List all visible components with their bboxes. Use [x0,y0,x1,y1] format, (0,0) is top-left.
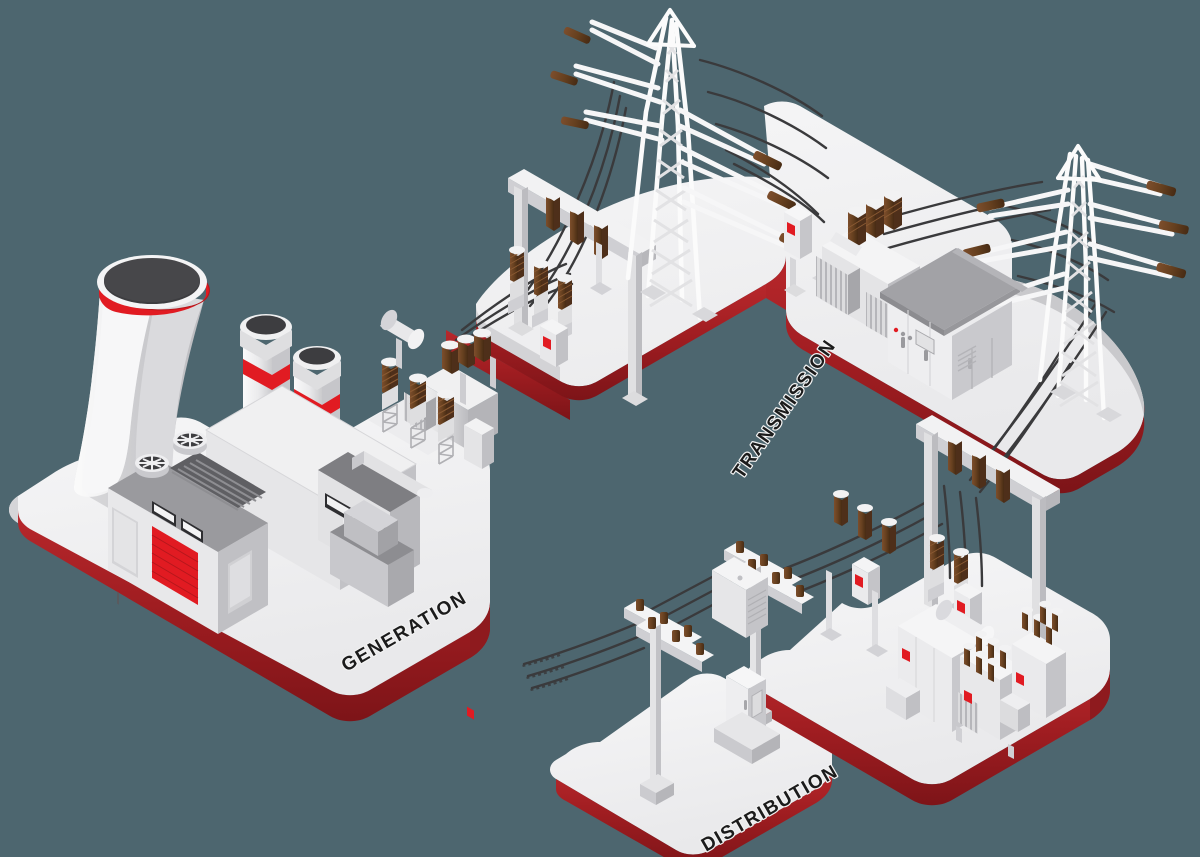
horizontal-tank [380,309,425,369]
transformer-bushing [441,328,491,374]
cooling-tower [74,255,210,545]
service-drop-fade [521,653,569,692]
support-frame [460,356,496,405]
bus-duct-pipe [352,451,433,498]
service-meter-cabinet [714,666,780,764]
suspension-insulator-string [545,191,609,259]
gantry-left-posts [820,570,888,657]
gantry-posts-upper [590,242,612,295]
transmission-zone [508,8,1189,672]
control-building [880,248,1028,400]
distribution-substation [886,599,1066,759]
plant-front-building [108,452,268,634]
distribution-zone [624,541,1066,805]
exhaust-base-block [330,500,414,607]
utility-pole-near [624,599,714,805]
gantry-insulator-right [947,435,1011,503]
generation-zone [74,255,498,720]
substation-gantry-left [508,169,656,406]
post-insulator-bank [381,357,455,465]
utility-pole-far [712,541,814,730]
step-up-transformer-yard [352,309,498,720]
yard-cabinet-transmission [784,205,812,297]
lattice-pylon-left [550,8,808,322]
transformer-bushing-hv [847,190,903,246]
control-cabinet-left [540,319,568,367]
